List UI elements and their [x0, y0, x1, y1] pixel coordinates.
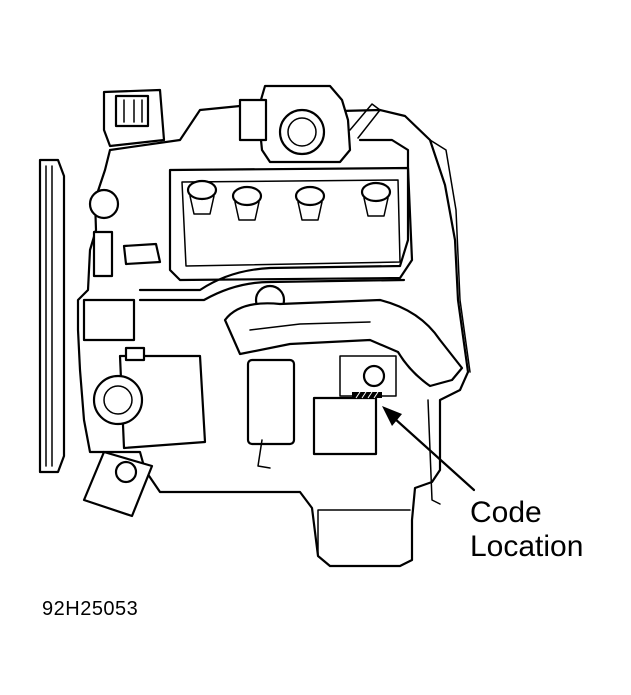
intake-tube	[223, 298, 464, 388]
crankshaft-pulley	[38, 158, 66, 474]
exhaust-manifold	[427, 139, 471, 505]
valve-cover	[168, 166, 414, 282]
oil-pan	[317, 509, 411, 557]
accessory-bracket	[82, 188, 162, 342]
code-location-label: Code Location	[470, 496, 583, 564]
callout-line-1: Code	[470, 496, 542, 529]
alternator	[92, 346, 207, 450]
sensor-bracket	[102, 88, 166, 148]
oil-filter	[82, 450, 154, 518]
figure-id: 92H25053	[42, 598, 139, 620]
lower-components	[246, 355, 397, 469]
code-stamp	[352, 391, 382, 399]
callout-line-2: Location	[470, 530, 584, 563]
callout-arrow	[382, 406, 476, 492]
throttle-body	[238, 84, 381, 164]
